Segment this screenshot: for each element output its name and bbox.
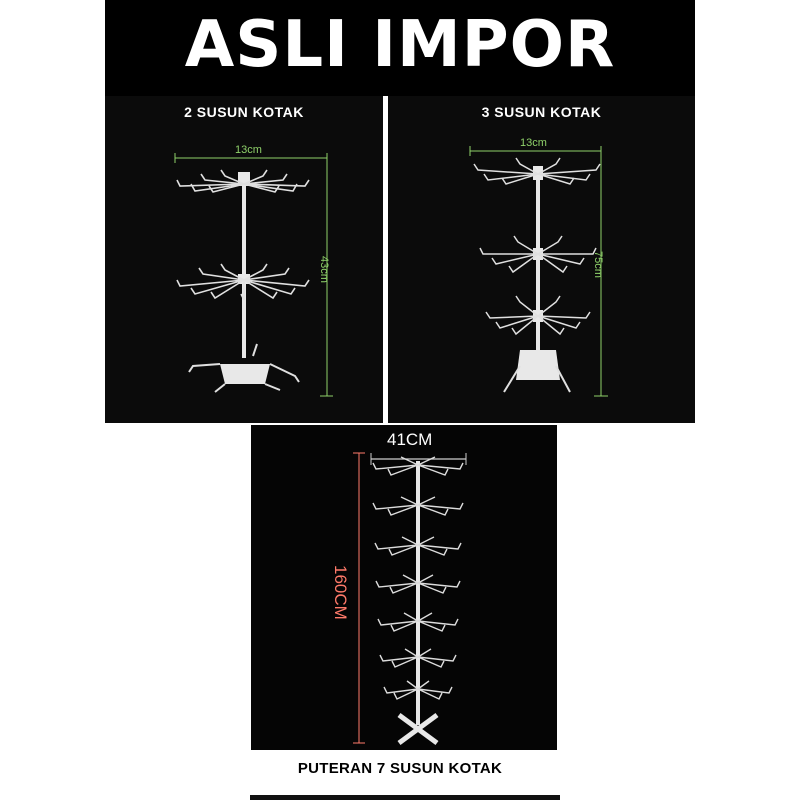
height-label-3-tier: 75cm [592,251,604,278]
panel-label-3-tier: 3 SUSUN KOTAK [481,104,602,120]
rack-3-tier-illustration: 13cm 75cm [469,137,608,397]
bottom-bar [250,795,560,800]
height-label-2-tier: 43cm [318,256,330,283]
height-label-7-tier: 160CM [331,565,350,620]
rack-2-tier-illustration: 13cm 43cm [174,144,333,397]
panel-divider [383,96,388,423]
width-label-2-tier: 13cm [235,144,262,156]
banner-title: ASLI IMPOR [184,8,616,82]
panel-label-2-tier: 2 SUSUN KOTAK [184,104,304,120]
width-label-3-tier: 13cm [520,137,547,149]
width-label-7-tier: 41CM [387,430,432,449]
panel-7-tier: 41CM 160CM [251,425,557,750]
rack-7-tier-illustration: 41CM 160CM [331,430,467,746]
panel-3-tier: 3 SUSUN KOTAK 13cm 75cm [388,96,695,423]
banner: ASLI IMPOR [105,0,695,96]
panel-2-tier: 2 SUSUN KOTAK 13cm 43cm [105,96,383,423]
bottom-caption: PUTERAN 7 SUSUN KOTAK [297,760,503,777]
